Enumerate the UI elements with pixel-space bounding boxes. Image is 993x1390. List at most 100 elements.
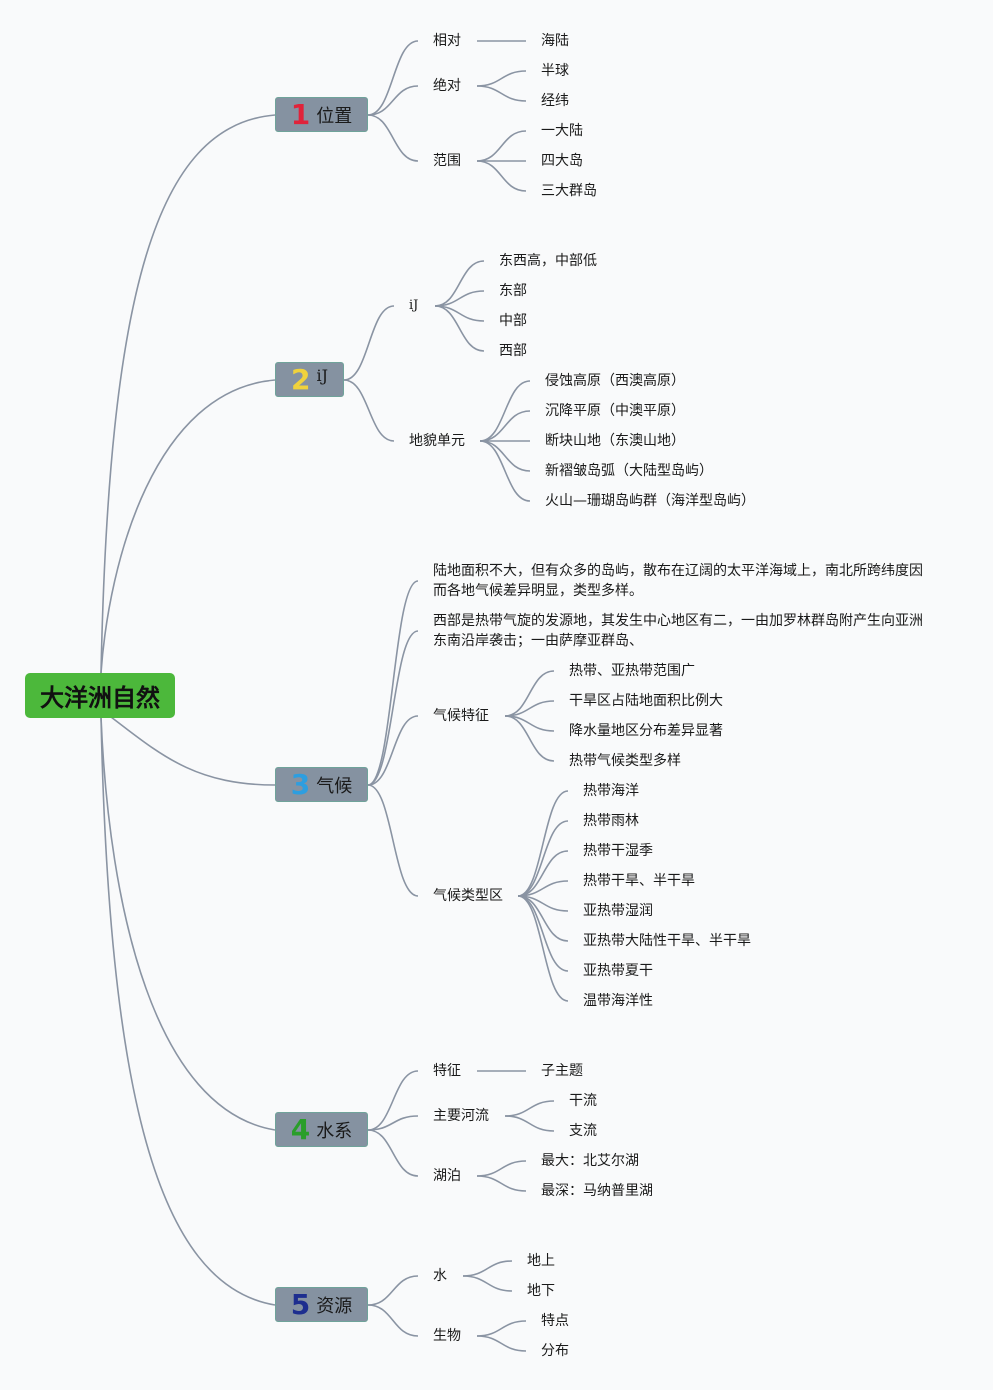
leaf-node[interactable]: 亚热带湿润 [583, 903, 653, 919]
subtopic-node[interactable]: 地貌单元 [409, 433, 465, 449]
subtopic-node[interactable]: 特征 [433, 1063, 461, 1079]
subtopic-node[interactable]: iJ [409, 298, 419, 313]
leaf-node[interactable]: 最深：马纳普里湖 [541, 1183, 653, 1199]
topic-label: 资源 [316, 1295, 353, 1317]
leaf-node[interactable]: 四大岛 [541, 153, 583, 169]
leaf-node[interactable]: 一大陆 [541, 123, 583, 139]
leaf-node[interactable]: 西部 [499, 343, 527, 359]
leaf-node[interactable]: 热带干湿季 [583, 843, 653, 859]
subtopic-leaf-connector [462, 1260, 513, 1277]
topic-subtopic-connector [367, 114, 419, 162]
subtopic-leaf-connector [504, 1115, 555, 1132]
topic-node-climate[interactable]: 3 气候 [275, 767, 368, 802]
leaf-node[interactable]: 沉降平原（中澳平原） [545, 403, 685, 419]
topic-number-badge: 5 [290, 1287, 311, 1321]
subtopic-note[interactable]: 西部是热带气旋的发源地，其发生中心地区有二，一由加罗林群岛附产生向亚洲东南沿岸袭… [433, 613, 923, 649]
leaf-node[interactable]: 热带气候类型多样 [569, 753, 681, 769]
subtopic-node[interactable]: 气候特征 [433, 708, 489, 724]
topic-subtopic-connector [367, 1304, 419, 1337]
subtopic-node[interactable]: 生物 [433, 1328, 461, 1344]
subtopic-node[interactable]: 相对 [433, 33, 461, 49]
subtopic-node[interactable]: 主要河流 [433, 1108, 489, 1124]
subtopic-node[interactable]: 气候类型区 [433, 888, 503, 904]
topic-subtopic-connector [343, 305, 395, 381]
leaf-node[interactable]: 分布 [541, 1343, 569, 1359]
root-topic-connector [100, 114, 276, 674]
leaf-node[interactable]: 地下 [527, 1283, 555, 1299]
leaf-node[interactable]: 热带雨林 [583, 813, 639, 829]
subtopic-leaf-connector [476, 1175, 527, 1192]
subtopic-leaf-connector [476, 70, 527, 87]
topic-number-badge: 1 [290, 97, 311, 131]
subtopic-leaf-connector [517, 895, 569, 1002]
topic-node-resources[interactable]: 5 资源 [275, 1287, 368, 1322]
topic-node-terrain[interactable]: 2 iJ [275, 362, 344, 397]
subtopic-leaf-connector [504, 670, 555, 717]
leaf-node[interactable]: 降水量地区分布差异显著 [569, 723, 723, 739]
topic-number-badge: 4 [290, 1112, 311, 1146]
subtopic-node[interactable]: 绝对 [433, 78, 461, 94]
leaf-node[interactable]: 热带海洋 [583, 783, 639, 799]
leaf-node[interactable]: 东西高，中部低 [499, 253, 597, 269]
topic-subtopic-connector [367, 1275, 419, 1306]
leaf-node[interactable]: 海陆 [541, 33, 569, 49]
leaf-node[interactable]: 新褶皱岛弧（大陆型岛屿） [545, 463, 713, 479]
topic-number-badge: 3 [290, 767, 311, 801]
topic-label: 位置 [316, 105, 353, 127]
topic-subtopic-connector [367, 1115, 419, 1131]
topic-node-water-system[interactable]: 4 水系 [275, 1112, 368, 1147]
leaf-node[interactable]: 干流 [569, 1093, 597, 1109]
leaf-node[interactable]: 亚热带夏干 [583, 963, 653, 979]
topic-label: iJ [316, 366, 328, 385]
topic-label: 水系 [316, 1120, 353, 1142]
subtopic-leaf-connector [517, 820, 569, 897]
leaf-node[interactable]: 经纬 [541, 93, 569, 109]
leaf-node[interactable]: 热带干旱、半干旱 [583, 873, 695, 889]
subtopic-node[interactable]: 水 [433, 1268, 447, 1284]
leaf-node[interactable]: 三大群岛 [541, 183, 597, 199]
topic-subtopic-connector [367, 784, 419, 897]
subtopic-leaf-connector [434, 260, 485, 307]
subtopic-node[interactable]: 湖泊 [433, 1168, 461, 1184]
subtopic-leaf-connector [517, 790, 569, 897]
subtopic-leaf-connector [479, 440, 531, 502]
topic-number-badge: 2 [290, 362, 311, 396]
leaf-node[interactable]: 最大：北艾尔湖 [541, 1153, 639, 1169]
topic-subtopic-connector [367, 1129, 419, 1177]
leaf-node[interactable]: 亚热带大陆性干旱、半干旱 [583, 933, 751, 949]
root-node[interactable]: 大洋洲自然 [25, 673, 175, 718]
leaf-node[interactable]: 半球 [541, 63, 569, 79]
subtopic-leaf-connector [479, 380, 531, 442]
subtopic-note[interactable]: 陆地面积不大，但有众多的岛屿，散布在辽阔的太平洋海域上，南北所跨纬度因而各地气候… [433, 563, 923, 599]
leaf-node[interactable]: 干旱区占陆地面积比例大 [569, 693, 723, 709]
topic-subtopic-connector [367, 630, 419, 786]
leaf-node[interactable]: 火山—珊瑚岛屿群（海洋型岛屿） [545, 493, 755, 509]
leaf-node[interactable]: 子主题 [541, 1063, 583, 1079]
subtopic-leaf-connector [517, 850, 569, 897]
leaf-node[interactable]: 温带海洋性 [583, 993, 653, 1009]
subtopic-leaf-connector [479, 410, 531, 442]
topic-node-location[interactable]: 1 位置 [275, 97, 368, 132]
subtopic-leaf-connector [476, 160, 527, 192]
subtopic-node[interactable]: 范围 [433, 153, 461, 169]
root-label: 大洋洲自然 [40, 684, 160, 712]
leaf-node[interactable]: 断块山地（东澳山地） [545, 433, 685, 449]
subtopic-leaf-connector [479, 440, 531, 472]
leaf-node[interactable]: 侵蚀高原（西澳高原） [545, 373, 685, 389]
leaf-node[interactable]: 特点 [541, 1313, 569, 1329]
root-topic-connector [110, 716, 276, 786]
leaf-node[interactable]: 支流 [569, 1123, 597, 1139]
topic-subtopic-connector [367, 40, 419, 116]
subtopic-leaf-connector [476, 130, 527, 162]
root-topic-connector [100, 716, 276, 1306]
leaf-node[interactable]: 热带、亚热带范围广 [569, 663, 695, 679]
leaf-node[interactable]: 中部 [499, 313, 527, 329]
subtopic-leaf-connector [462, 1275, 513, 1292]
leaf-node[interactable]: 地上 [527, 1253, 555, 1269]
leaf-node[interactable]: 东部 [499, 283, 527, 299]
topic-subtopic-connector [367, 580, 419, 786]
topic-subtopic-connector [367, 1070, 419, 1131]
root-topic-connector [100, 379, 276, 674]
